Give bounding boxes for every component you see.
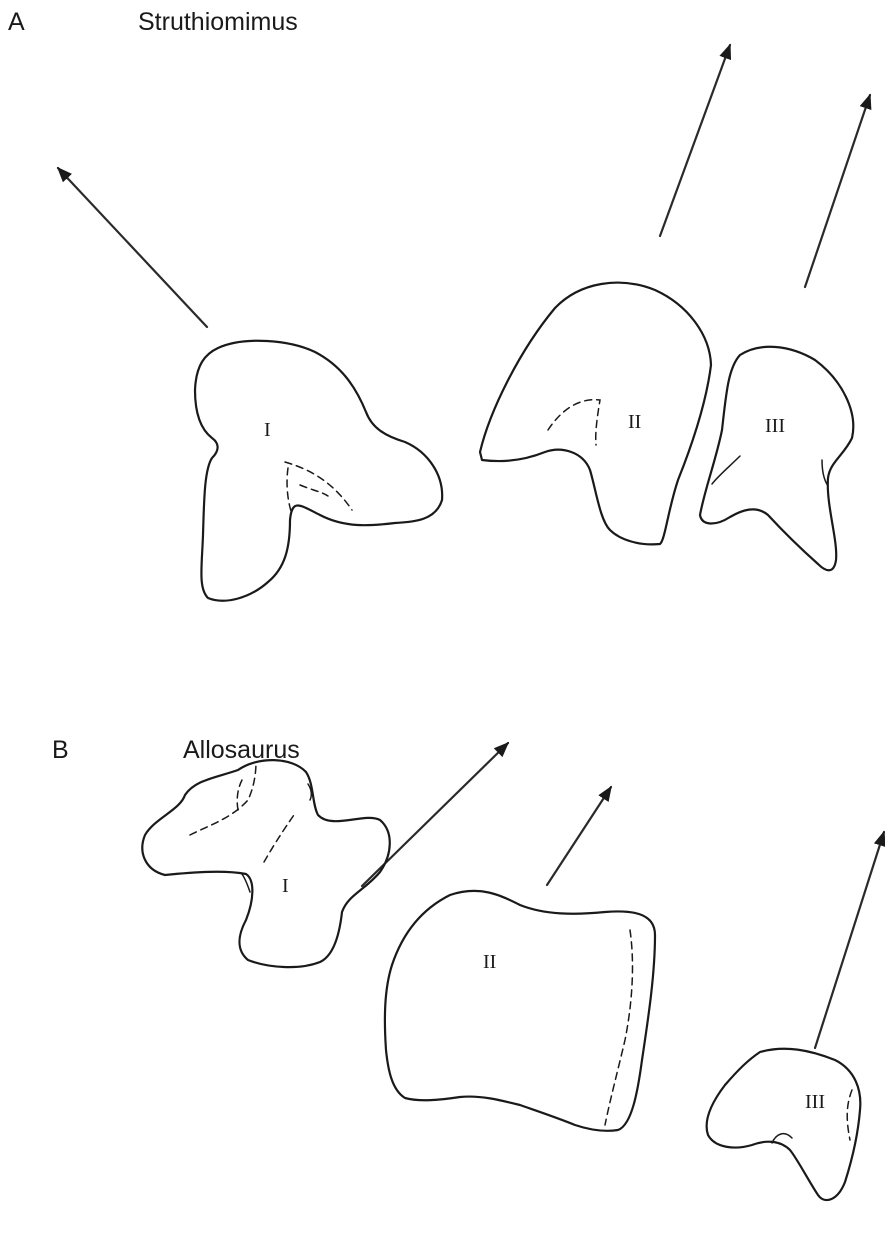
panel-a-arrow-digit-3	[805, 95, 870, 287]
panel-a: A Struthiomimus I II III	[8, 8, 870, 601]
panel-b-digit-2-section: II	[385, 891, 655, 1131]
panel-a-digit-2-label: II	[628, 411, 641, 433]
panel-b-arrow-digit-3	[815, 832, 884, 1048]
panel-a-digit-2-section: II	[480, 283, 711, 545]
panel-b-digit-1-label: I	[282, 875, 289, 897]
panel-b: B Allosaurus I II III	[52, 736, 884, 1200]
panel-b-digit-3-section: III	[707, 1049, 861, 1200]
panel-a-taxon-label: Struthiomimus	[138, 8, 298, 36]
panel-a-digit-3-section: III	[700, 347, 853, 570]
panel-a-letter: A	[8, 8, 25, 36]
panel-b-digit-1-section: I	[142, 760, 389, 967]
panel-b-digit-2-label: II	[483, 951, 496, 973]
panel-a-arrow-digit-2	[660, 45, 730, 236]
panel-b-letter: B	[52, 736, 69, 764]
panel-a-arrow-digit-1	[58, 168, 207, 327]
panel-b-digit-3-label: III	[805, 1091, 825, 1113]
panel-a-digit-1-section: I	[195, 341, 442, 601]
panel-a-digit-3-label: III	[765, 415, 785, 437]
panel-a-digit-1-label: I	[264, 419, 271, 441]
panel-b-arrow-digit-2	[547, 787, 611, 885]
